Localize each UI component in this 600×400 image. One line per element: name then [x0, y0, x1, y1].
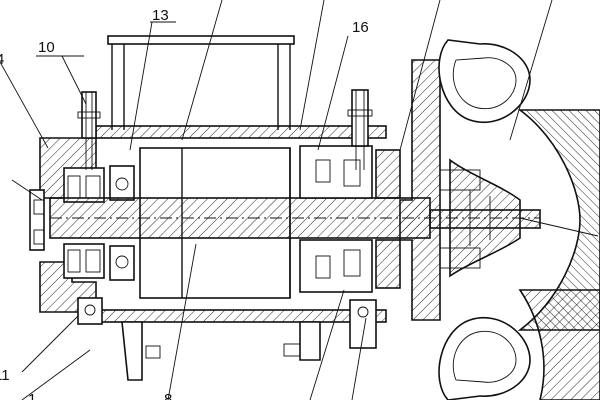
callout-1: 1 — [28, 391, 36, 400]
callout-13: 13 — [152, 7, 169, 24]
right-top-fitting — [347, 89, 373, 170]
bottom-mounts — [121, 321, 321, 381]
volute-casing — [438, 39, 600, 400]
turbine-wheel — [449, 158, 521, 278]
callout-8: 8 — [164, 391, 172, 400]
upper-housing — [95, 125, 387, 323]
callout-10: 10 — [38, 39, 55, 56]
right-bearing — [299, 145, 401, 293]
right-bottom-fitting — [349, 299, 377, 349]
callout-16: 16 — [352, 19, 369, 36]
callout-labels: 13 16 10 4 11 1 8 — [0, 7, 369, 400]
callout-4: 4 — [0, 51, 4, 68]
left-bearing — [63, 165, 135, 281]
left-bottom-fitting — [77, 297, 103, 325]
callout-11: 11 — [0, 367, 10, 384]
top-manifold — [107, 35, 295, 130]
